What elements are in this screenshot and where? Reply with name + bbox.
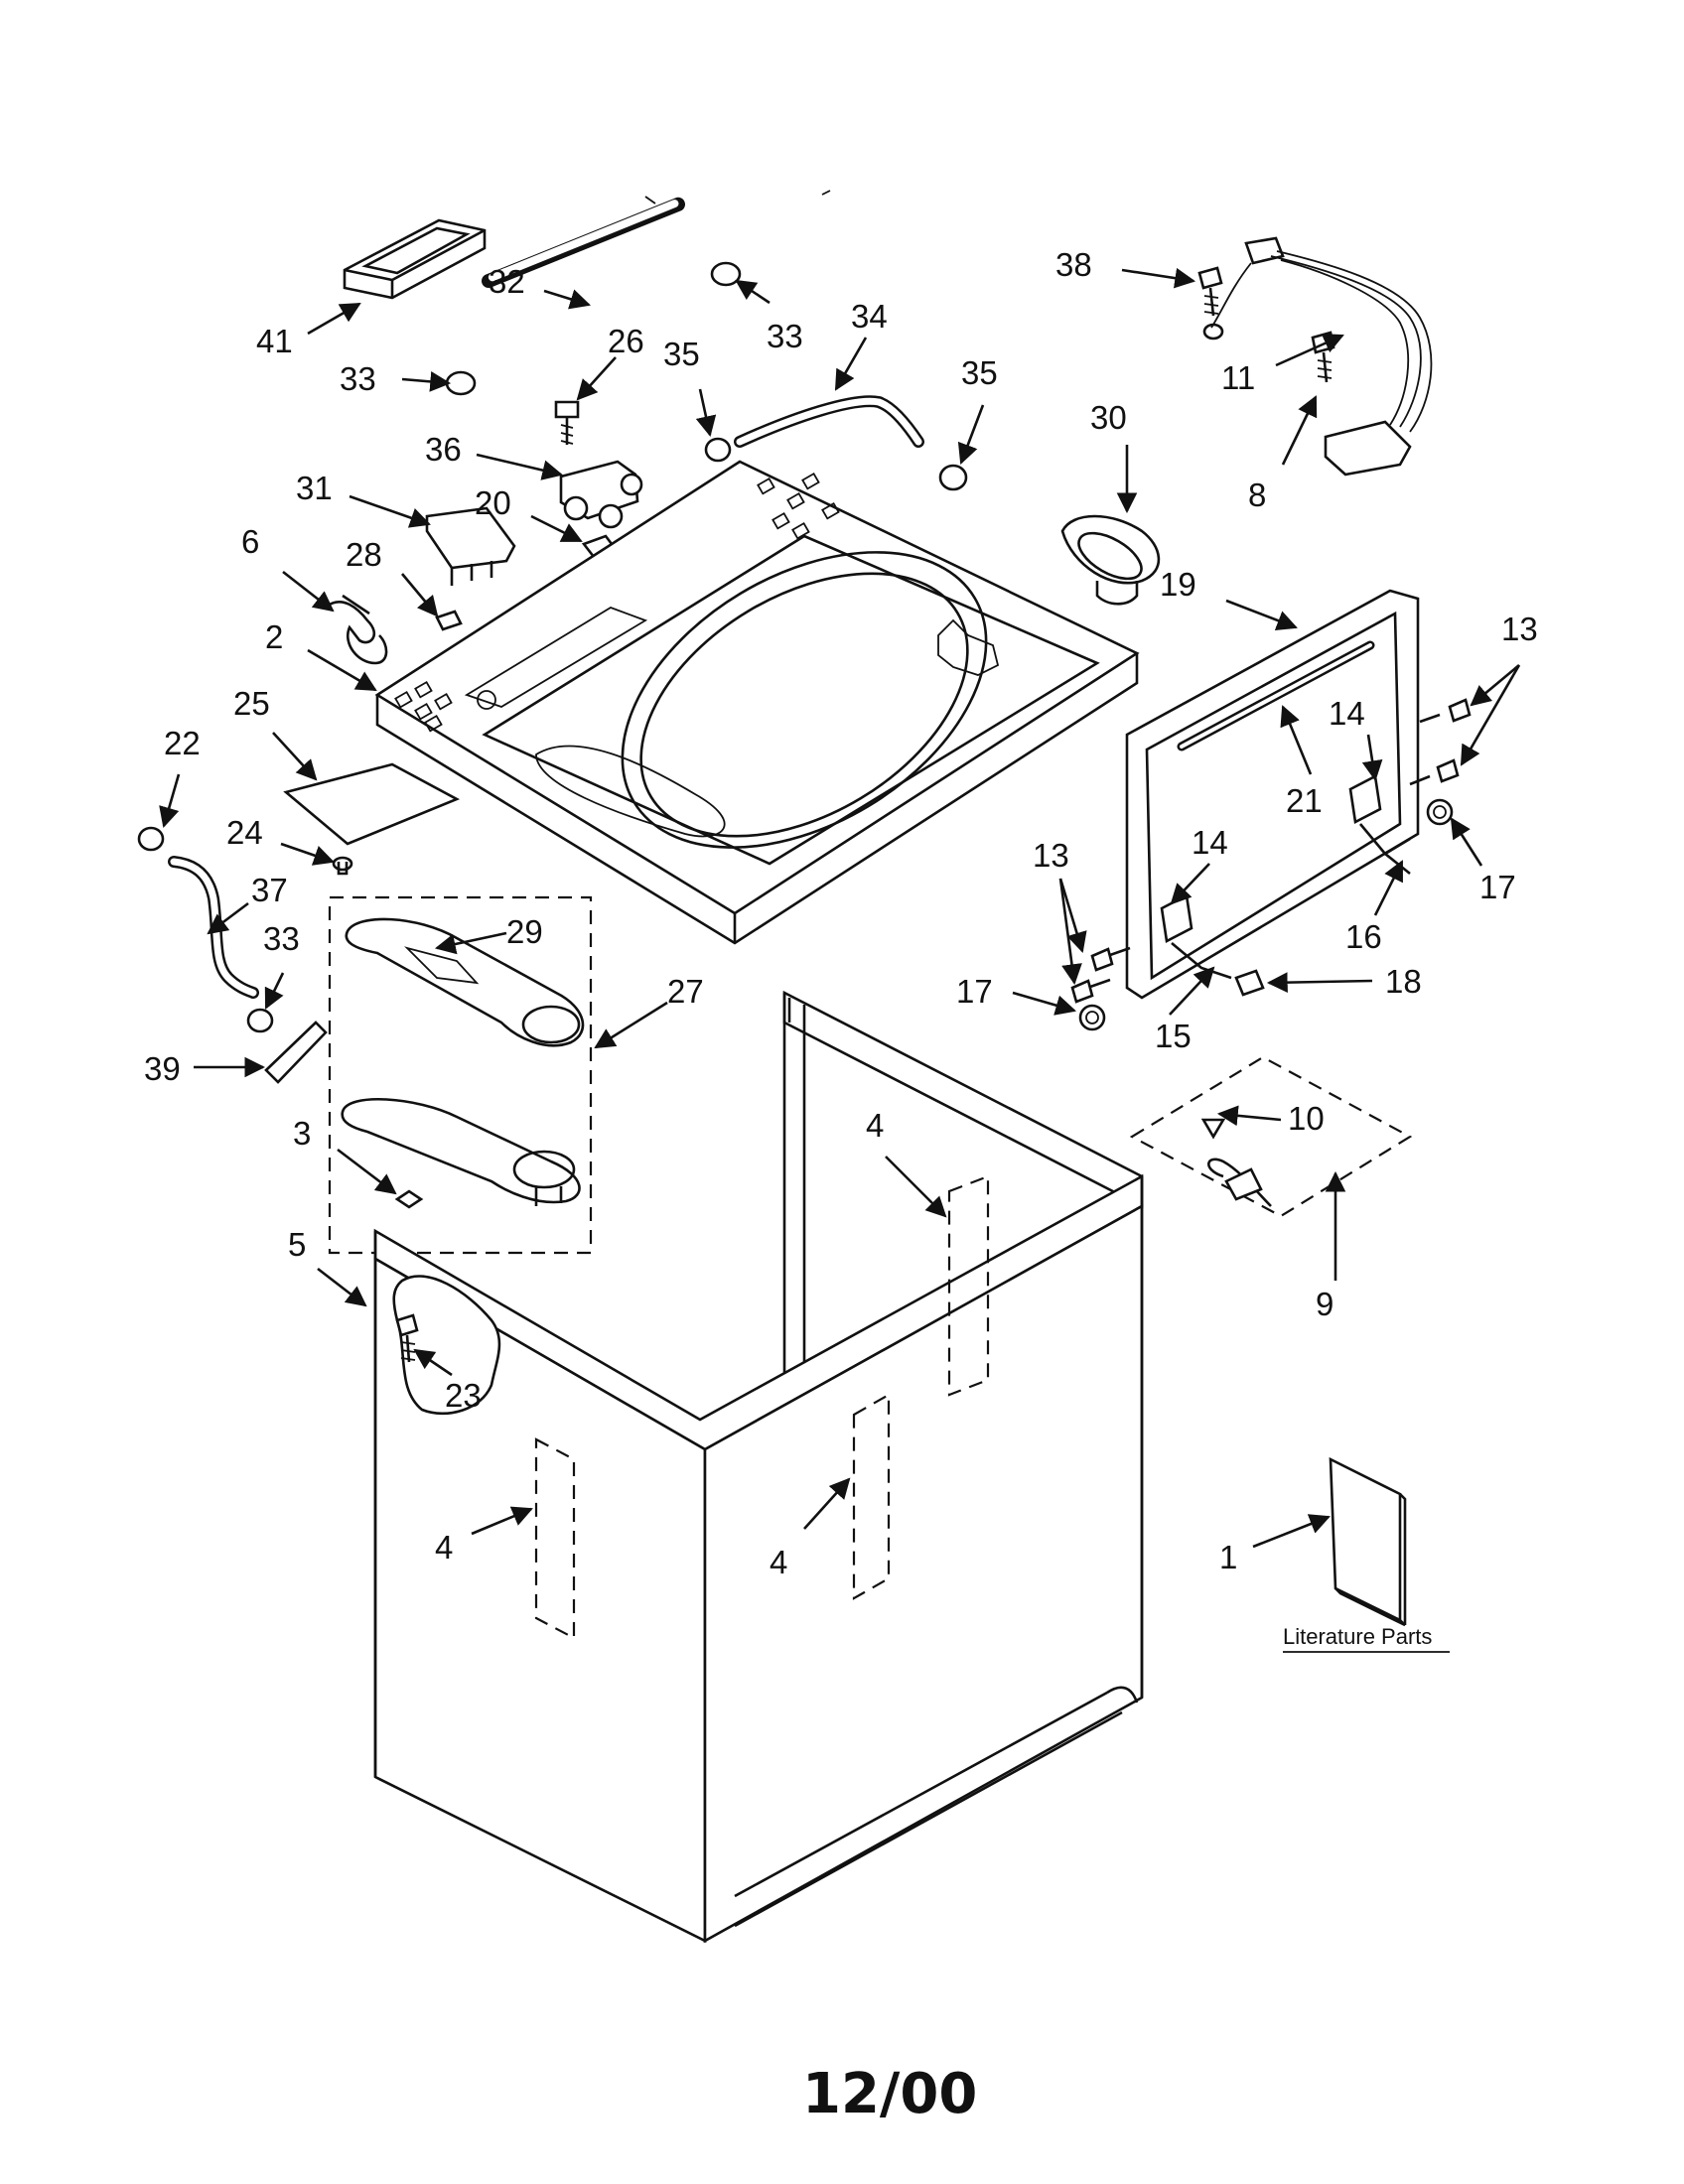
- callout-1: 1: [1219, 1539, 1237, 1575]
- callout-27: 27: [667, 973, 704, 1010]
- callout-33: 33: [340, 360, 376, 397]
- part-9-kit: [1129, 1055, 1413, 1218]
- callout-9: 9: [1316, 1286, 1333, 1322]
- callout-33: 33: [767, 318, 803, 354]
- part-1-literature: [1329, 1456, 1407, 1627]
- literature-parts-label: Literature Parts: [1283, 1624, 1432, 1649]
- callout-18: 18: [1385, 963, 1422, 1000]
- callout-2: 2: [265, 618, 283, 655]
- part-35-clamp-a: [704, 437, 732, 463]
- callout-15: 15: [1155, 1018, 1192, 1054]
- callout-28: 28: [346, 536, 382, 573]
- callout-13: 13: [1501, 611, 1538, 647]
- callout-39: 39: [144, 1050, 181, 1087]
- part-36-valve: [559, 460, 643, 529]
- part-19-lid: [1125, 589, 1420, 1000]
- part-30-cap: [1060, 514, 1161, 606]
- part-2-top-panel: [374, 460, 1140, 945]
- callout-37: 37: [251, 872, 288, 908]
- callout-31: 31: [296, 470, 333, 506]
- callout-14: 14: [1329, 695, 1365, 732]
- part-17-bumper-left: [1078, 1004, 1106, 1031]
- callout-25: 25: [233, 685, 270, 722]
- part-3-pad: [394, 1189, 424, 1209]
- part-33-clamp-b: [445, 370, 477, 396]
- callout-13: 13: [1033, 837, 1069, 874]
- part-6-hook: [327, 594, 388, 665]
- part-18-knob: [1234, 969, 1265, 997]
- part-5-cabinet: [373, 990, 1144, 1944]
- callout-17: 17: [956, 973, 993, 1010]
- part-35-clamp-b: [938, 464, 968, 491]
- callout-5: 5: [288, 1226, 306, 1263]
- callout-29: 29: [506, 913, 543, 950]
- callout-33: 33: [263, 920, 300, 957]
- part-25-sheet: [283, 762, 461, 846]
- part-37-hose: [168, 856, 259, 999]
- callout-4: 4: [866, 1107, 884, 1144]
- callout-8: 8: [1248, 477, 1266, 513]
- callout-23: 23: [445, 1377, 482, 1414]
- callout-22: 22: [164, 725, 201, 761]
- callout-32: 32: [489, 263, 525, 300]
- part-39-clip: [264, 1021, 328, 1084]
- callout-26: 26: [608, 323, 644, 359]
- part-11-harness: [1202, 236, 1433, 433]
- callout-36: 36: [425, 431, 462, 468]
- part-31-bracket: [425, 506, 516, 586]
- callout-4: 4: [770, 1544, 787, 1580]
- part-24-grommet: [332, 856, 353, 876]
- part-27-dispenser: [328, 895, 593, 1255]
- callout-35: 35: [663, 336, 700, 372]
- part-41-bezel: [343, 218, 487, 300]
- part-38-screw: [1197, 266, 1223, 317]
- callout-11: 11: [1221, 359, 1255, 396]
- callout-3: 3: [293, 1115, 311, 1152]
- callout-38: 38: [1055, 246, 1092, 283]
- part-13-screws-left: [1070, 946, 1131, 1004]
- callout-19: 19: [1160, 566, 1196, 603]
- callout-4: 4: [435, 1529, 453, 1566]
- part-26-screw: [554, 400, 580, 445]
- callout-17: 17: [1479, 869, 1516, 905]
- callout-41: 41: [256, 323, 293, 359]
- part-13-screws-right: [1409, 698, 1472, 786]
- callout-labels: 41 32 33 33 26 35 34 35 38 11 8 36 30 31…: [144, 246, 1538, 1580]
- callout-6: 6: [241, 523, 259, 560]
- part-22-clamp: [137, 826, 165, 852]
- stray-mark: [644, 190, 831, 205]
- callout-34: 34: [851, 298, 888, 335]
- callout-16: 16: [1345, 918, 1382, 955]
- part-33-clamp-c: [246, 1008, 274, 1033]
- part-17-bumper-right: [1426, 798, 1454, 826]
- callout-35: 35: [961, 354, 998, 391]
- callout-21: 21: [1286, 782, 1323, 819]
- callout-14: 14: [1192, 824, 1228, 861]
- part-8-switch: [1311, 331, 1412, 477]
- leader-arrows: [159, 267, 1521, 1549]
- part-34-hose: [734, 395, 924, 448]
- part-33-clamp-a: [710, 261, 742, 287]
- part-28-tab: [435, 610, 463, 631]
- callout-20: 20: [475, 484, 511, 521]
- part-32-hose: [482, 197, 685, 288]
- callout-10: 10: [1288, 1100, 1325, 1137]
- callout-30: 30: [1090, 399, 1127, 436]
- callout-24: 24: [226, 814, 263, 851]
- footer-date: 12/00: [802, 2062, 977, 2126]
